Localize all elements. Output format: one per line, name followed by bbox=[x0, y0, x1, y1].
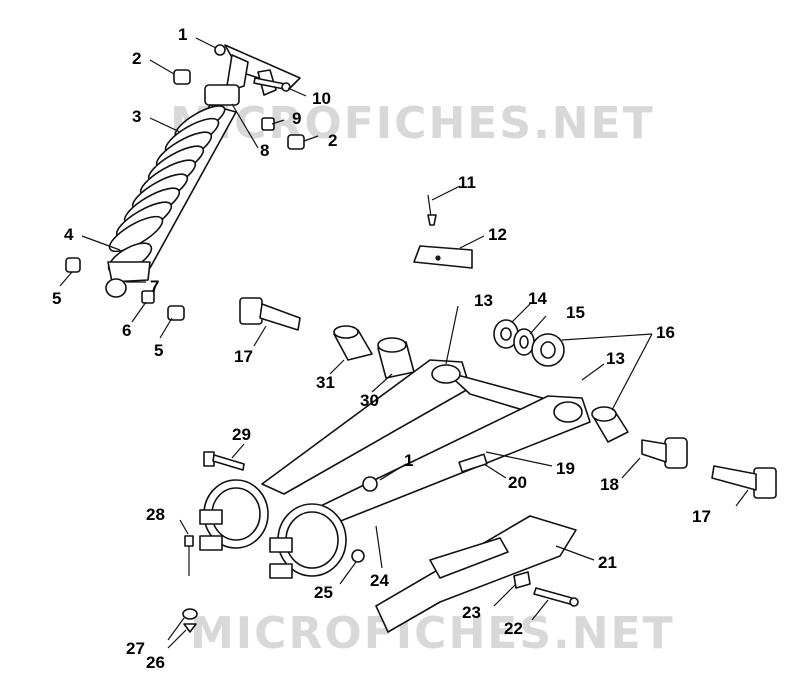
callout-29: 29 bbox=[232, 425, 251, 444]
upper-mount-bracket bbox=[224, 44, 301, 96]
washer-27 bbox=[182, 608, 198, 620]
bushing-31 bbox=[333, 325, 373, 361]
callout-2-top: 2 bbox=[132, 49, 141, 68]
callout-30: 30 bbox=[360, 391, 379, 410]
bushing-30 bbox=[377, 337, 415, 379]
callout-13-lower: 13 bbox=[606, 349, 625, 368]
chain-guide-21 bbox=[375, 515, 577, 633]
shock-absorber bbox=[105, 84, 240, 298]
pivot-bolt-18 bbox=[641, 437, 688, 469]
nut-14 bbox=[493, 319, 519, 349]
pin-and-plate bbox=[413, 194, 473, 269]
leader-lines bbox=[59, 37, 749, 649]
nut-1-lower bbox=[362, 476, 378, 492]
callout-16: 16 bbox=[656, 323, 675, 342]
callout-10: 10 bbox=[312, 89, 331, 108]
nut-26 bbox=[183, 623, 197, 633]
callout-19: 19 bbox=[556, 459, 575, 478]
bolt-10 bbox=[253, 77, 291, 92]
bolt-29 bbox=[203, 451, 245, 471]
coil-spring bbox=[108, 105, 226, 253]
callout-26: 26 bbox=[146, 653, 165, 672]
pivot-bolt-17-left bbox=[239, 297, 301, 331]
callout-8: 8 bbox=[260, 141, 269, 160]
callout-6: 6 bbox=[122, 321, 131, 340]
callout-18: 18 bbox=[600, 475, 619, 494]
callout-7: 7 bbox=[150, 277, 159, 296]
callout-15: 15 bbox=[566, 303, 585, 322]
callout-25: 25 bbox=[314, 583, 333, 602]
callout-1-top: 1 bbox=[178, 25, 187, 44]
callout-22: 22 bbox=[504, 619, 523, 638]
bolt-22 bbox=[533, 587, 579, 607]
callout-5-right: 5 bbox=[154, 341, 163, 360]
bolt-28 bbox=[184, 535, 194, 576]
callout-12: 12 bbox=[488, 225, 507, 244]
bushing-16-upper bbox=[531, 333, 565, 367]
pivot-bolt-17-right bbox=[711, 465, 777, 499]
callout-21: 21 bbox=[598, 553, 617, 572]
watermark-top: MICROFICHES.NET bbox=[170, 98, 655, 149]
swing-arm bbox=[261, 359, 591, 531]
callout-4: 4 bbox=[64, 225, 74, 244]
watermark-bottom: MICROFICHES.NET bbox=[190, 608, 675, 659]
pin-23 bbox=[513, 571, 531, 589]
callout-14: 14 bbox=[528, 289, 547, 308]
nut-1-top bbox=[214, 44, 226, 56]
callout-17-right: 17 bbox=[692, 507, 711, 526]
callout-27: 27 bbox=[126, 639, 145, 658]
callout-20: 20 bbox=[508, 473, 527, 492]
shock-bushings bbox=[65, 69, 305, 321]
callout-31: 31 bbox=[316, 373, 335, 392]
callout-1-lower: 1 bbox=[404, 451, 413, 470]
bushing-16-lower bbox=[591, 406, 629, 443]
callout-11: 11 bbox=[458, 173, 476, 192]
callout-23: 23 bbox=[462, 603, 481, 622]
callout-3: 3 bbox=[132, 107, 141, 126]
wheel-rings bbox=[199, 479, 347, 579]
nut-25 bbox=[351, 549, 365, 563]
callout-labels: 1 2 3 2 4 5 6 5 7 8 9 10 11 12 13 14 15 … bbox=[52, 25, 711, 672]
callout-2-right: 2 bbox=[328, 131, 337, 150]
washer-15 bbox=[513, 328, 535, 356]
callout-24: 24 bbox=[370, 571, 389, 590]
callout-9: 9 bbox=[292, 109, 301, 128]
callout-13-upper: 13 bbox=[474, 291, 493, 310]
callout-5-left: 5 bbox=[52, 289, 61, 308]
callout-28: 28 bbox=[146, 505, 165, 524]
callout-17-left: 17 bbox=[234, 347, 253, 366]
